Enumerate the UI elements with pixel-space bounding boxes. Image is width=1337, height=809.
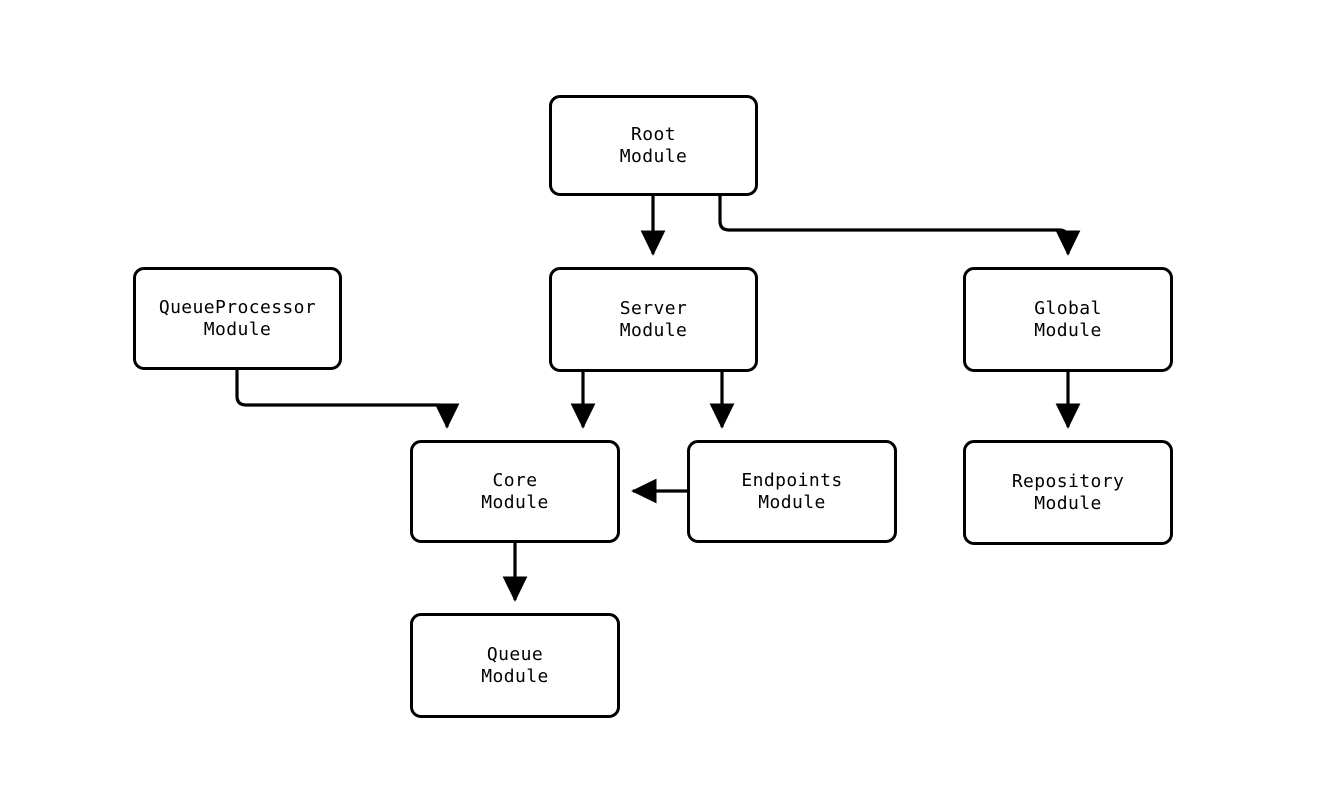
node-label-line2: Module bbox=[481, 665, 549, 687]
node-queueprocessor-module[interactable]: QueueProcessor Module bbox=[133, 267, 342, 370]
node-label-line1: Endpoints bbox=[741, 469, 843, 491]
node-endpoints-module[interactable]: Endpoints Module bbox=[687, 440, 897, 543]
node-label-line1: Root bbox=[631, 123, 676, 145]
node-label-line1: Global bbox=[1034, 297, 1102, 319]
node-label-line1: QueueProcessor bbox=[158, 296, 317, 318]
node-label-line2: Module bbox=[619, 145, 688, 167]
node-repository-module[interactable]: Repository Module bbox=[963, 440, 1173, 545]
node-label-line1: Server bbox=[619, 297, 688, 319]
node-label-line1: Core bbox=[492, 469, 538, 491]
node-label-line1: Queue bbox=[486, 643, 544, 665]
node-label-line1: Repository bbox=[1011, 470, 1125, 492]
node-label-line2: Module bbox=[203, 318, 272, 340]
node-server-module[interactable]: Server Module bbox=[549, 267, 758, 372]
node-label-line2: Module bbox=[1034, 319, 1102, 341]
node-global-module[interactable]: Global Module bbox=[963, 267, 1173, 372]
node-queue-module[interactable]: Queue Module bbox=[410, 613, 620, 718]
node-label-line2: Module bbox=[481, 491, 549, 513]
node-root-module[interactable]: Root Module bbox=[549, 95, 758, 196]
node-core-module[interactable]: Core Module bbox=[410, 440, 620, 543]
node-label-line2: Module bbox=[1034, 492, 1102, 514]
node-label-line2: Module bbox=[758, 491, 826, 513]
edge-queueprocessor-to-core bbox=[235, 370, 460, 429]
edge-root-to-global bbox=[718, 196, 1081, 256]
node-label-line2: Module bbox=[619, 319, 688, 341]
